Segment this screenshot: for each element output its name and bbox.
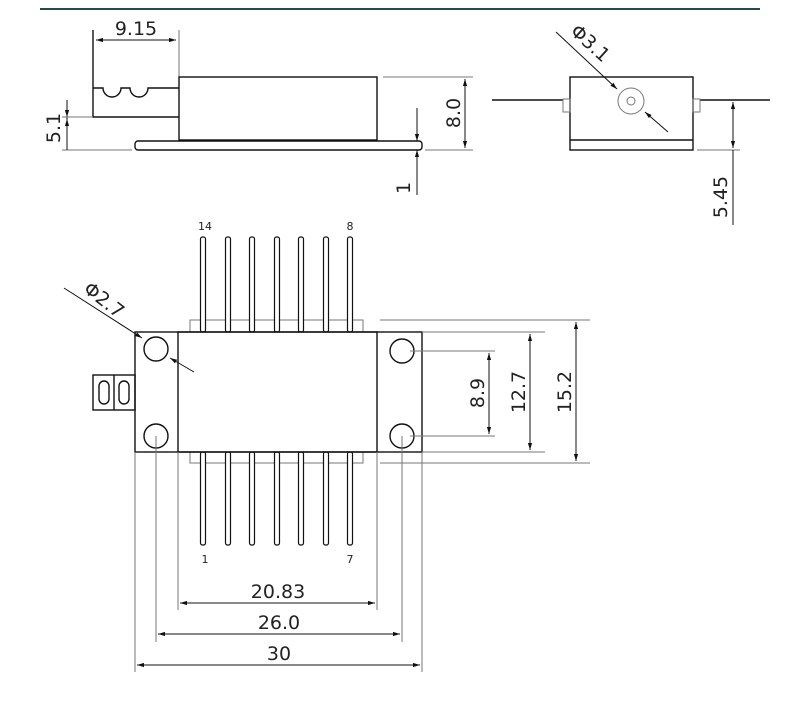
dim-pigtail-height: 5.1 (43, 113, 65, 143)
pins (199, 236, 354, 546)
top-pin (346, 236, 354, 333)
dim-overall-width: 15.2 (554, 371, 576, 413)
top-pin (199, 236, 207, 333)
dim-fiber-diameter: Φ3.1 (566, 20, 614, 67)
top-pin (273, 236, 281, 333)
bottom-pin (297, 451, 305, 546)
dim-connector-width: 9.15 (115, 18, 157, 40)
pin-label-14: 14 (198, 220, 212, 233)
bottom-pin (273, 451, 281, 546)
dim-body-width: 12.7 (508, 371, 530, 413)
pin-label-7: 7 (347, 553, 354, 566)
bottom-pin (199, 451, 207, 546)
dim-hole-pitch-horizontal: 26.0 (258, 612, 300, 634)
top-pin (224, 236, 232, 333)
dim-mount-hole: Φ2.7 (79, 278, 128, 323)
top-view: 14 8 1 7 Φ2.7 8.9 12.7 15.2 20.83 26.0 3… (63, 220, 590, 672)
dim-hole-pitch-vertical: 8.9 (467, 378, 489, 408)
side-view: 9.15 8.0 5.1 1 (43, 18, 473, 195)
bottom-pin (248, 451, 256, 546)
pin-label-8: 8 (347, 220, 354, 233)
top-pin (297, 236, 305, 333)
top-pin (322, 236, 330, 333)
bottom-pin (322, 451, 330, 546)
top-pin (248, 236, 256, 333)
dim-lead-height: 5.45 (710, 176, 732, 218)
bottom-pin (224, 451, 232, 546)
bottom-pin (346, 451, 354, 546)
dim-body-height: 8.0 (443, 98, 465, 128)
end-view: Φ3.1 5.45 (492, 20, 770, 225)
dim-overall-length: 30 (267, 643, 291, 665)
dim-body-length: 20.83 (251, 581, 305, 603)
pin-label-1: 1 (202, 553, 209, 566)
dim-base-thickness: 1 (393, 182, 415, 194)
